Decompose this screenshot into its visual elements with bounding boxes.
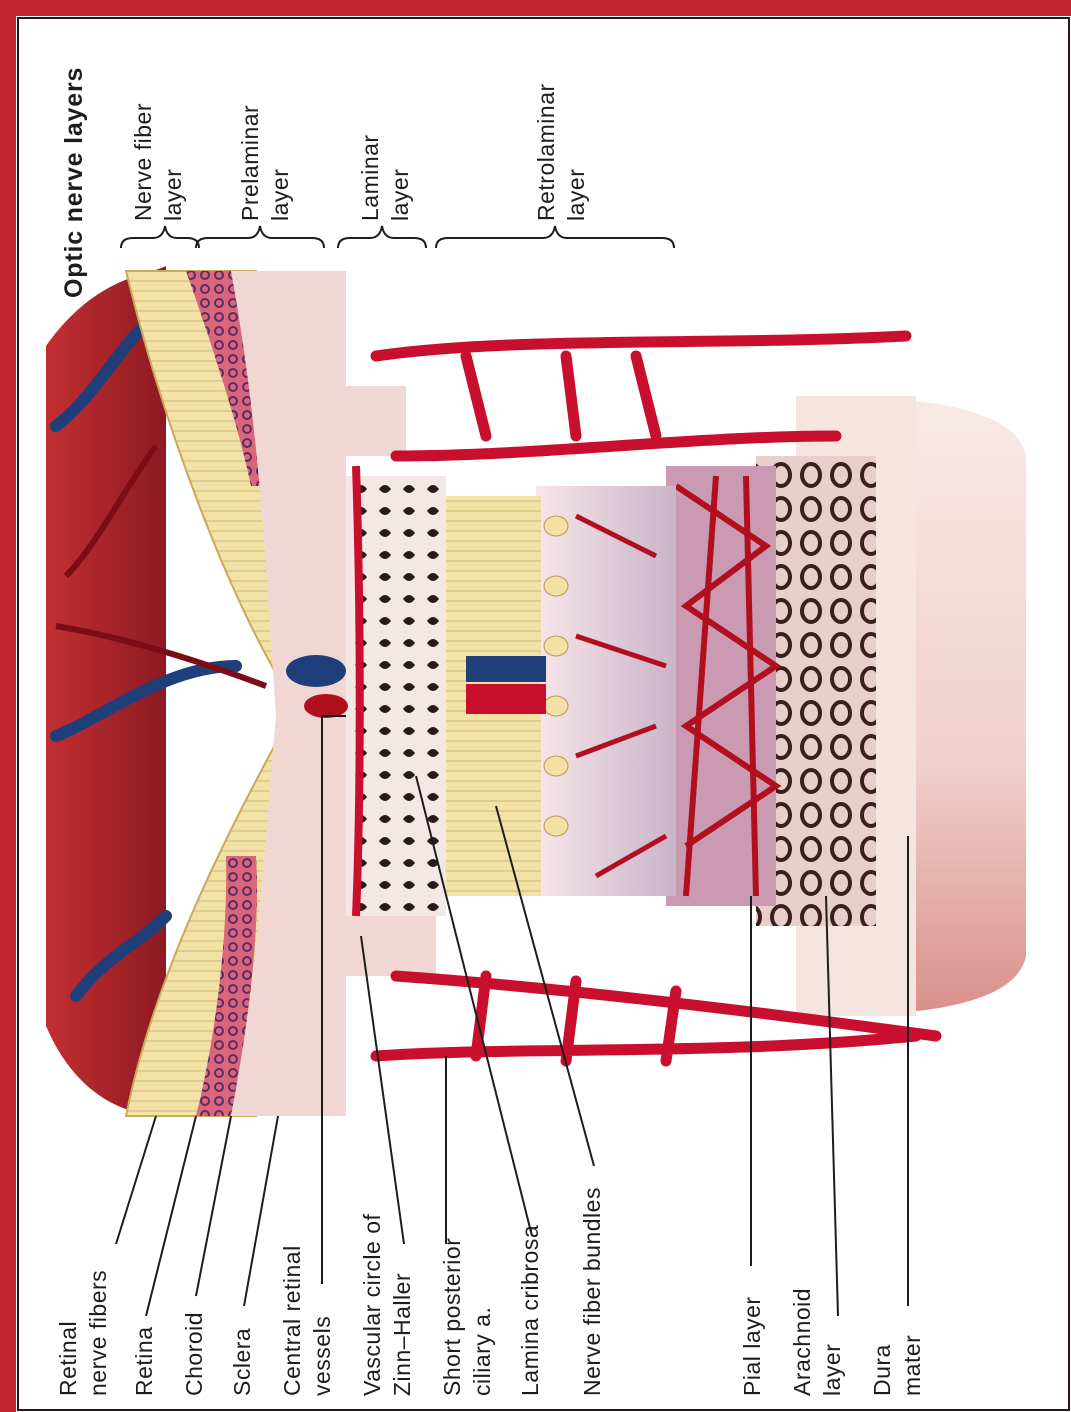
svg-text:layer: layer: [819, 1344, 845, 1396]
svg-text:layer: layer: [267, 169, 293, 221]
svg-text:Nerve fiber bundles: Nerve fiber bundles: [579, 1187, 605, 1396]
optic-nerve-illustration: Optic nerve layers Nerve fiber layer Pre…: [16, 16, 1071, 1412]
label-lamina-cribrosa: Lamina cribrosa: [517, 1225, 543, 1396]
svg-text:Central retinal: Central retinal: [279, 1245, 305, 1396]
svg-text:Retina: Retina: [131, 1327, 157, 1396]
svg-text:Arachnoid: Arachnoid: [789, 1288, 815, 1396]
layer-label-retrolaminar: Retrolaminar layer: [533, 83, 589, 221]
svg-text:ciliary a.: ciliary a.: [469, 1307, 495, 1396]
label-choroid: Choroid: [181, 1312, 207, 1396]
svg-text:Vascular circle of: Vascular circle of: [359, 1213, 385, 1396]
svg-text:nerve fibers: nerve fibers: [85, 1270, 111, 1396]
label-dura-mater: Dura mater: [869, 1335, 925, 1396]
svg-text:Zinn–Haller: Zinn–Haller: [389, 1273, 415, 1396]
label-vascular-circle: Vascular circle of Zinn–Haller: [359, 1213, 415, 1396]
label-arachnoid-layer: Arachnoid layer: [789, 1288, 845, 1396]
diagram-title: Optic nerve layers: [60, 67, 88, 298]
svg-text:layer: layer: [387, 169, 413, 221]
label-retina: Retina: [131, 1327, 157, 1396]
svg-text:Sclera: Sclera: [229, 1328, 255, 1396]
layer-label-prelaminar: Prelaminar layer: [237, 105, 293, 221]
label-central-retinal-vessels: Central retinal vessels: [279, 1245, 335, 1396]
svg-text:vessels: vessels: [309, 1316, 335, 1396]
figure-panel: Optic nerve layers Nerve fiber layer Pre…: [16, 16, 1071, 1412]
svg-text:Lamina cribrosa: Lamina cribrosa: [517, 1225, 543, 1396]
label-sclera: Sclera: [229, 1328, 255, 1396]
svg-text:Laminar: Laminar: [357, 134, 383, 221]
svg-text:Short posterior: Short posterior: [439, 1238, 465, 1396]
svg-text:Prelaminar: Prelaminar: [237, 105, 263, 221]
svg-text:Choroid: Choroid: [181, 1312, 207, 1396]
layer-brackets: [121, 226, 674, 248]
svg-text:mater: mater: [899, 1335, 925, 1396]
svg-text:layer: layer: [563, 169, 589, 221]
vascular-circle-of-zinn-haller: [356, 466, 360, 916]
svg-text:layer: layer: [160, 169, 186, 221]
label-short-posterior-ciliary: Short posterior ciliary a.: [439, 1238, 495, 1396]
svg-text:Dura: Dura: [869, 1344, 895, 1396]
label-retinal-nerve-fibers: Retinal nerve fibers: [55, 1270, 111, 1396]
central-retinal-artery-disc: [304, 694, 348, 718]
svg-text:Retrolaminar: Retrolaminar: [533, 83, 559, 221]
svg-text:Nerve fiber: Nerve fiber: [130, 103, 156, 221]
central-retinal-vein-disc: [286, 655, 346, 687]
svg-text:Retinal: Retinal: [55, 1321, 81, 1396]
pial-vascular-mesh: [666, 466, 776, 906]
svg-text:Pial layer: Pial layer: [739, 1296, 765, 1396]
central-retinal-vein-segment: [466, 656, 546, 682]
label-pial-layer: Pial layer: [739, 1296, 765, 1396]
layer-label-nerve-fiber: Nerve fiber layer: [130, 103, 186, 221]
label-nerve-fiber-bundles: Nerve fiber bundles: [579, 1187, 605, 1396]
central-retinal-artery-segment: [466, 684, 546, 714]
layer-label-laminar: Laminar layer: [357, 134, 413, 221]
